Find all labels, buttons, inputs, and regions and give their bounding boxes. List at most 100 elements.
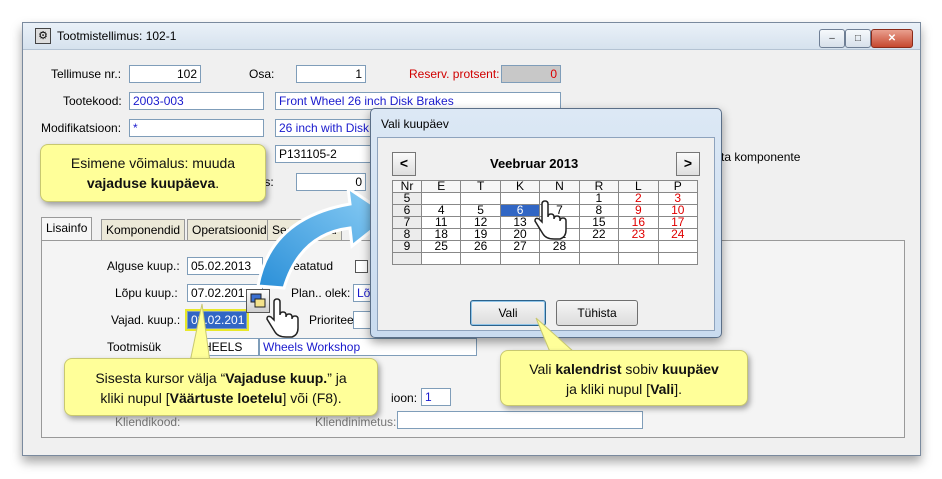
calendar-header: T [460,180,501,193]
callout-line: Esimene võimalus: muuda [70,155,236,171]
end-date-label: Lõpu kuup.: [115,286,178,300]
reserve-label: Reserv. protsent: [409,67,500,81]
hand-cursor-icon [534,200,567,240]
week-number [392,252,422,265]
product-code-label: Tootekood: [63,94,122,108]
modification-label: Modifikatsioon: [41,121,122,135]
order-no-field[interactable]: 102 [129,65,201,83]
calendar-header: K [499,180,541,193]
callout-text: sobiv [621,361,662,377]
next-month-button[interactable]: > [676,152,700,176]
plan-state-field[interactable]: Lõ [353,284,375,302]
day-cell[interactable] [657,252,699,265]
callout-line: vajaduse kuupäeva. [41,173,265,193]
callout-bold: kalendrist [555,361,622,377]
start-date-label: Alguse kuup.: [107,259,180,273]
window-title: Tootmistellimus: 102-1 [57,29,177,43]
month-label: Veebruar 2013 [490,156,579,171]
maximize-button[interactable]: □ [845,29,871,48]
week-number: 7 [392,216,422,229]
hand-cursor-icon [266,298,299,338]
close-button[interactable]: ✕ [871,29,913,48]
callout-text: Vali [529,361,556,377]
day-cell[interactable]: 27 [499,240,541,253]
callout-line: Vali kalendrist sobiv kuupäev [501,359,747,379]
week-number: 8 [392,228,422,241]
day-cell[interactable]: 10 [657,204,699,217]
callout-bold: Vajaduse kuup. [225,370,328,386]
day-cell[interactable]: 25 [420,240,462,253]
day-cell[interactable] [618,240,659,253]
day-cell[interactable] [578,240,620,253]
client-name-field[interactable] [397,411,643,429]
day-cell-selected[interactable]: 6 [499,204,541,217]
calendar-header: N [539,180,580,193]
title-bar: ⚙ Tootmistellimus: 102-1 – □ ✕ [23,23,920,50]
workshop-name-field: Wheels Workshop [259,338,477,356]
callout-bold: Väärtuste loetelu [169,390,283,406]
need-date-label: Vajad. kuup.: [111,313,181,327]
batch-field[interactable]: P131105-2 [275,145,375,163]
callout-line: kliki nupul [Väärtuste loetelu] või (F8)… [65,388,377,408]
callout-bold: kuupäev [662,361,719,377]
product-code-field[interactable]: 2003-003 [129,92,264,110]
client-code-label: Kliendikood: [115,415,181,429]
day-cell[interactable] [539,252,580,265]
list-of-values-button[interactable] [246,289,270,313]
section-label: ioon: [391,391,418,405]
calendar-header: Nr [392,180,422,193]
start-date-field[interactable]: 05.02.2013 [187,257,263,275]
callout-text: . [215,175,220,191]
callout-choose-date: Vali kalendrist sobiv kuupäev ja kliki n… [500,350,748,406]
callout-bold: vajaduse kuupäeva [86,175,216,191]
day-cell[interactable] [657,240,699,253]
day-cell[interactable]: 24 [657,228,699,241]
callout-text: kliki nupul [ [100,390,170,406]
tab-lisainfo[interactable]: Lisainfo [41,217,93,241]
extra-checkbox[interactable] [355,260,368,273]
prev-month-button[interactable]: < [392,152,416,176]
callout-text: ” ja [327,370,347,386]
tab-operatsioonid[interactable]: Operatsioonid [187,219,272,240]
stopped-label: Peatatud [285,259,334,273]
reserve-field: 0 [501,65,561,83]
dialog-title: Vali kuupäev [381,117,449,131]
minimize-button[interactable]: – [819,29,845,48]
qty-field[interactable]: 0 [296,173,366,191]
list-of-values-icon [250,293,266,308]
plan-state-label: Plan.. olek: [291,286,351,300]
vali-button[interactable]: Vali [470,300,546,326]
end-date-field[interactable]: 07.02.201 [187,284,263,302]
callout-line: ja kliki nupul [Vali]. [501,379,747,399]
day-cell[interactable] [460,252,501,265]
week-number: 9 [392,240,422,253]
tab-komponendid[interactable]: Komponendid [101,219,186,240]
components-label: ta komponente [721,150,801,164]
day-cell[interactable] [420,252,462,265]
modification-name-field: 26 inch with Disk [275,119,375,137]
part-field[interactable]: 1 [296,65,366,83]
client-name-label: Kliendinimetus: [315,415,397,429]
order-no-label: Tellimuse nr.: [51,67,122,81]
calendar-header: E [420,180,462,193]
callout-insert-cursor: Sisesta kursor välja “Vajaduse kuup.” ja… [64,358,378,416]
day-cell[interactable]: 26 [460,240,501,253]
day-cell[interactable] [499,252,541,265]
part-label: Osa: [249,67,275,81]
day-cell[interactable] [618,252,659,265]
callout-text: Sisesta kursor välja “ [95,370,226,386]
week-number: 5 [392,192,422,205]
callout-bold: Vali [650,381,675,397]
day-cell[interactable] [578,252,620,265]
app-gear-icon: ⚙ [35,28,51,44]
day-cell[interactable]: 22 [578,228,620,241]
tuhista-button[interactable]: Tühista [556,300,638,326]
callout-first-option: Esimene võimalus: muuda vajaduse kuupäev… [40,144,266,202]
workshop-label: Tootmisük [107,340,162,354]
dialog-body: < Veebruar 2013 > Nr E T K N R L P 5 1 2 [377,137,715,331]
modification-field[interactable]: * [129,119,264,137]
callout-text: ] või (F8). [282,390,342,406]
priority-label: Prioriteet: [309,313,361,327]
day-cell[interactable]: 23 [618,228,659,241]
section-field[interactable]: 1 [421,388,451,406]
